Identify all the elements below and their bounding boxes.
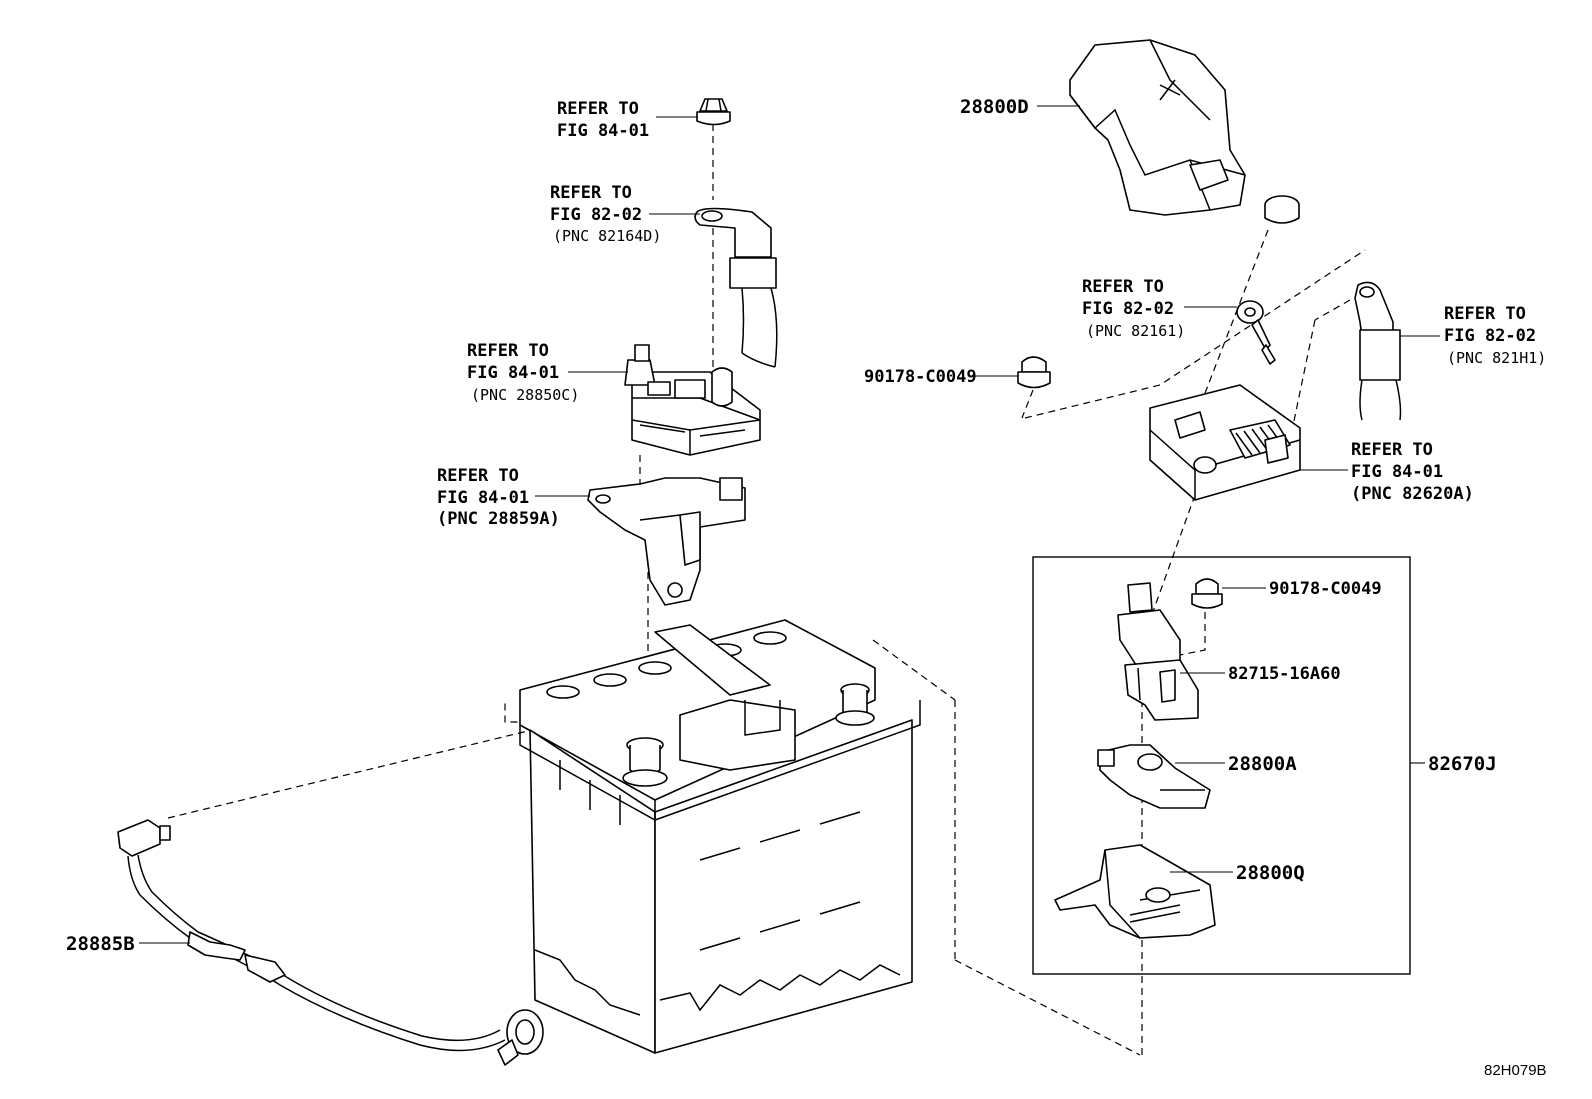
part-number-nut-box: 90178-C0049 <box>1269 579 1382 599</box>
callout-fuse-block-line3: (PNC 28850C) <box>471 386 579 404</box>
ring-terminal-mid-icon <box>1236 300 1276 365</box>
part-number-assembly: 82670J <box>1428 753 1497 775</box>
ground-cable-icon <box>117 819 544 1066</box>
callout-terminal-right-line2: FIG 82-02 <box>1444 326 1536 346</box>
callout-fuse-block-line1: REFER TO <box>467 341 549 361</box>
callout-bracket-line2: FIG 84-01 <box>437 488 529 508</box>
callout-fuse-box-right-line1: REFER TO <box>1351 440 1433 460</box>
terminal-28800q-icon <box>1054 844 1216 939</box>
nut-left-icon <box>1017 356 1051 389</box>
fuse-box-right-icon <box>1149 384 1301 501</box>
part-number-nut-left: 90178-C0049 <box>864 367 977 387</box>
fuse-block-icon <box>624 344 761 456</box>
terminal-cover-icon <box>1069 39 1246 216</box>
callout-terminal-mid-line3: (PNC 82161) <box>1086 322 1185 340</box>
callout-terminal-mid-line1: REFER TO <box>1082 277 1164 297</box>
battery-icon <box>519 619 921 1054</box>
callout-clamp-line1: REFER TO <box>550 183 632 203</box>
part-number-cover: 28800D <box>960 96 1029 118</box>
callout-terminal-mid-line2: FIG 82-02 <box>1082 299 1174 319</box>
assembly-box <box>1032 556 1411 975</box>
callout-bracket-line1: REFER TO <box>437 466 519 486</box>
part-number-terminal-a: 28800A <box>1228 753 1297 775</box>
figure-code: 82H079B <box>1484 1062 1547 1079</box>
terminal-bracket-icon <box>587 477 746 606</box>
part-number-cable: 28885B <box>66 933 135 955</box>
callout-fuse-box-right-line2: FIG 84-01 <box>1351 462 1443 482</box>
callout-bracket-line3: (PNC 28859A) <box>437 509 560 529</box>
cable-bracket-icon <box>1117 582 1199 721</box>
bolt-top-icon <box>696 98 731 126</box>
terminal-28800a-icon <box>1097 744 1211 809</box>
callout-fuse-box-right-line3: (PNC 82620A) <box>1351 484 1474 504</box>
callout-clamp-line2: FIG 82-02 <box>550 205 642 225</box>
callout-clamp-line3: (PNC 82164D) <box>553 227 661 245</box>
leader-lines <box>139 105 1440 944</box>
part-number-bracket-box: 82715-16A60 <box>1228 664 1341 684</box>
nut-box-icon <box>1191 578 1223 609</box>
callout-terminal-right-line1: REFER TO <box>1444 304 1526 324</box>
cable-clamp-icon <box>694 207 778 368</box>
callout-bolt-top-line2: FIG 84-01 <box>557 121 649 141</box>
callout-terminal-right-line3: (PNC 821H1) <box>1447 349 1546 367</box>
part-number-terminal-q: 28800Q <box>1236 862 1305 884</box>
callout-bolt-top-line1: REFER TO <box>557 99 639 119</box>
cap-icon <box>1264 195 1300 224</box>
ring-terminal-right-icon <box>1354 281 1402 421</box>
callout-fuse-block-line2: FIG 84-01 <box>467 363 559 383</box>
